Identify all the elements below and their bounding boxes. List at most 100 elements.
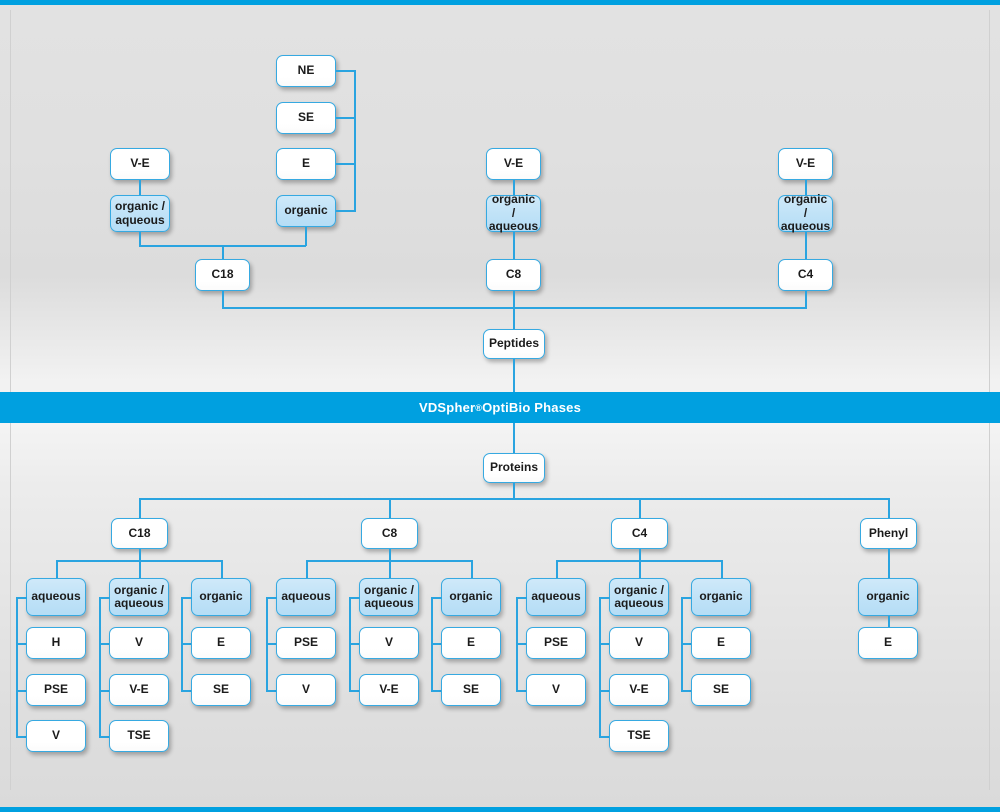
connector-c18-aq-1 — [16, 643, 27, 645]
connector-p-c18-to-aqueous — [56, 560, 58, 578]
connector-c18-aq-2 — [16, 690, 27, 692]
connector-c4-to-peptides-bus — [805, 291, 807, 308]
node-peptides-c18-mode-organic-aqueous[interactable]: organic / aqueous — [110, 195, 170, 232]
connector-c8-aq-1 — [266, 643, 277, 645]
node-peptides-sorbent-c8[interactable]: C8 — [486, 259, 541, 291]
node-proteins-c4-mode-organic-aqueous[interactable]: organic / aqueous — [609, 578, 669, 616]
connector-c8-aqueous-mode — [266, 597, 277, 599]
connector-c8-o-2 — [431, 690, 442, 692]
node-proteins-c18-mode-organic-aqueous[interactable]: organic / aqueous — [109, 578, 169, 616]
connector-c8-orgaq-mode — [349, 597, 360, 599]
top-accent-bar — [0, 0, 1000, 5]
node-peptides-sorbent-c4[interactable]: C4 — [778, 259, 833, 291]
connector-c18-ve-down — [139, 180, 141, 195]
spine-c18-orgaq — [99, 597, 101, 737]
connector-se-to-spine — [336, 117, 356, 119]
node-proteins-c18-orgaq-item-ve[interactable]: V-E — [109, 674, 169, 706]
connector-c4-org-mode — [681, 597, 692, 599]
node-proteins-c4-mode-organic[interactable]: organic — [691, 578, 751, 616]
node-proteins-c4-aqueous-item-v[interactable]: V — [526, 674, 586, 706]
node-proteins-c18-aqueous-item-h[interactable]: H — [26, 627, 86, 659]
node-peptides-c18-organic-parent-se[interactable]: SE — [276, 102, 336, 134]
node-proteins-c8-mode-aqueous[interactable]: aqueous — [276, 578, 336, 616]
node-peptides-c18-mode-organic[interactable]: organic — [276, 195, 336, 227]
banner-label-main: VDSpher — [418, 400, 476, 415]
connector-banner-to-proteins — [513, 423, 515, 453]
connector-proteins-bus — [139, 498, 889, 500]
connector-phenyl-org-down — [888, 616, 890, 627]
node-peptides-root[interactable]: Peptides — [483, 329, 545, 359]
connector-c18-aq-3 — [16, 736, 27, 738]
spine-c4-orgaq — [599, 597, 601, 737]
node-proteins-c4-orgaq-item-tse[interactable]: TSE — [609, 720, 669, 752]
node-proteins-c4-aqueous-item-pse[interactable]: PSE — [526, 627, 586, 659]
connector-c8-oa-1 — [349, 643, 360, 645]
node-proteins-c8-orgaq-item-v[interactable]: V — [359, 627, 419, 659]
connector-c4-orgaq-down — [805, 232, 807, 259]
connector-c4-oa-3 — [599, 736, 610, 738]
node-proteins-c18-orgaq-item-tse[interactable]: TSE — [109, 720, 169, 752]
banner-label-rest: OptiBio Phases — [482, 400, 582, 415]
connector-c18-org-down — [305, 227, 307, 246]
node-proteins-c8-org-item-e[interactable]: E — [441, 627, 501, 659]
node-proteins-c18-aqueous-item-pse[interactable]: PSE — [26, 674, 86, 706]
connector-e-to-spine — [336, 163, 356, 165]
node-peptides-c18-organic-parent-e[interactable]: E — [276, 148, 336, 180]
node-proteins-sorbent-c8[interactable]: C8 — [361, 518, 418, 549]
node-proteins-c18-org-item-se[interactable]: SE — [191, 674, 251, 706]
connector-c8-orgaq-down — [513, 232, 515, 259]
connector-p-c8-to-org — [471, 560, 473, 578]
node-proteins-sorbent-phenyl[interactable]: Phenyl — [860, 518, 917, 549]
node-peptides-c8-mode-organic-aqueous[interactable]: organic / aqueous — [486, 193, 541, 233]
connector-p-c4-to-orgaq — [639, 560, 641, 578]
node-proteins-sorbent-c18[interactable]: C18 — [111, 518, 168, 549]
node-proteins-root[interactable]: Proteins — [483, 453, 545, 483]
connector-c4-aq-2 — [516, 690, 527, 692]
node-peptides-c8-orgaq-parent-ve[interactable]: V-E — [486, 148, 541, 180]
node-proteins-c18-org-item-e[interactable]: E — [191, 627, 251, 659]
node-proteins-c4-org-item-e[interactable]: E — [691, 627, 751, 659]
connector-p-c4-to-aqueous — [556, 560, 558, 578]
connector-c18-bus-to-node — [222, 245, 224, 260]
connector-c8-aq-2 — [266, 690, 277, 692]
connector-peptides-to-banner — [513, 359, 515, 393]
connector-c18-oa-3 — [99, 736, 110, 738]
node-peptides-c4-orgaq-parent-ve[interactable]: V-E — [778, 148, 833, 180]
connector-c4-o-1 — [681, 643, 692, 645]
node-proteins-c8-aqueous-item-pse[interactable]: PSE — [276, 627, 336, 659]
connector-bus-to-p-c4 — [639, 498, 641, 518]
node-proteins-c18-aqueous-item-v[interactable]: V — [26, 720, 86, 752]
node-proteins-c8-orgaq-item-ve[interactable]: V-E — [359, 674, 419, 706]
connector-proteins-down — [513, 483, 515, 499]
node-proteins-c8-org-item-se[interactable]: SE — [441, 674, 501, 706]
connector-c18-oa-1 — [99, 643, 110, 645]
node-peptides-sorbent-c18[interactable]: C18 — [195, 259, 250, 291]
node-proteins-c4-orgaq-item-v[interactable]: V — [609, 627, 669, 659]
node-proteins-c8-mode-organic-aqueous[interactable]: organic / aqueous — [359, 578, 419, 616]
node-proteins-c4-orgaq-item-ve[interactable]: V-E — [609, 674, 669, 706]
node-peptides-c4-mode-organic-aqueous[interactable]: organic / aqueous — [778, 193, 833, 233]
connector-c18-o-1 — [181, 643, 192, 645]
node-proteins-phenyl-org-item-e[interactable]: E — [858, 627, 918, 659]
connector-organic-to-spine — [336, 210, 356, 212]
connector-c8-o-1 — [431, 643, 442, 645]
connector-p-c4-down — [639, 549, 641, 561]
node-proteins-phenyl-mode-organic[interactable]: organic — [858, 578, 918, 616]
node-proteins-sorbent-c4[interactable]: C4 — [611, 518, 668, 549]
node-proteins-c8-mode-organic[interactable]: organic — [441, 578, 501, 616]
node-proteins-c18-mode-organic[interactable]: organic — [191, 578, 251, 616]
node-proteins-c4-mode-aqueous[interactable]: aqueous — [526, 578, 586, 616]
spine-c18-aqueous — [16, 597, 18, 737]
node-proteins-c18-mode-aqueous[interactable]: aqueous — [26, 578, 86, 616]
connector-c8-org-mode — [431, 597, 442, 599]
bottom-accent-bar — [0, 807, 1000, 812]
node-proteins-c8-aqueous-item-v[interactable]: V — [276, 674, 336, 706]
node-proteins-c18-orgaq-item-v[interactable]: V — [109, 627, 169, 659]
connector-p-c8-to-orgaq — [389, 560, 391, 578]
connector-top-stack-spine — [354, 70, 356, 212]
node-peptides-c18-orgaq-parent-ve[interactable]: V-E — [110, 148, 170, 180]
connector-bus-to-p-phenyl — [888, 498, 890, 518]
connector-c4-aq-1 — [516, 643, 527, 645]
node-proteins-c4-org-item-se[interactable]: SE — [691, 674, 751, 706]
node-peptides-c18-organic-parent-ne[interactable]: NE — [276, 55, 336, 87]
